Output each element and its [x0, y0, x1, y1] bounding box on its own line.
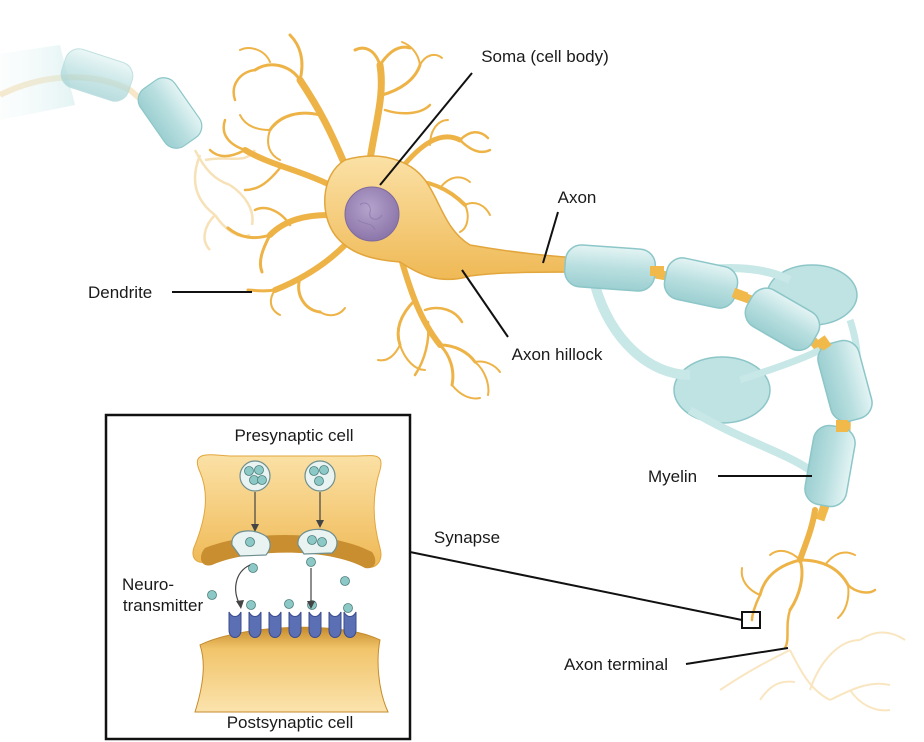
myelin-sheath [563, 244, 873, 508]
label-synapse: Synapse [434, 528, 500, 547]
inset-label-presynaptic: Presynaptic cell [234, 426, 353, 445]
nucleus [344, 186, 400, 242]
synapse-inset: Presynaptic cell Postsynaptic cell Neuro… [104, 413, 412, 741]
target-cell-dendrites [719, 631, 906, 712]
incoming-axon [0, 45, 257, 251]
inset-label-neurotransmitter-2: transmitter [123, 596, 204, 615]
label-axon-hillock: Axon hillock [512, 345, 603, 364]
axon-terminal-branches [740, 507, 877, 650]
label-soma: Soma (cell body) [481, 47, 609, 66]
inset-label-neurotransmitter-1: Neuro- [122, 575, 174, 594]
dendrites [208, 33, 501, 400]
label-axon-terminal: Axon terminal [564, 655, 668, 674]
label-dendrite: Dendrite [88, 283, 152, 302]
inset-label-postsynaptic: Postsynaptic cell [227, 713, 354, 732]
label-myelin: Myelin [648, 467, 697, 486]
label-axon: Axon [558, 188, 597, 207]
